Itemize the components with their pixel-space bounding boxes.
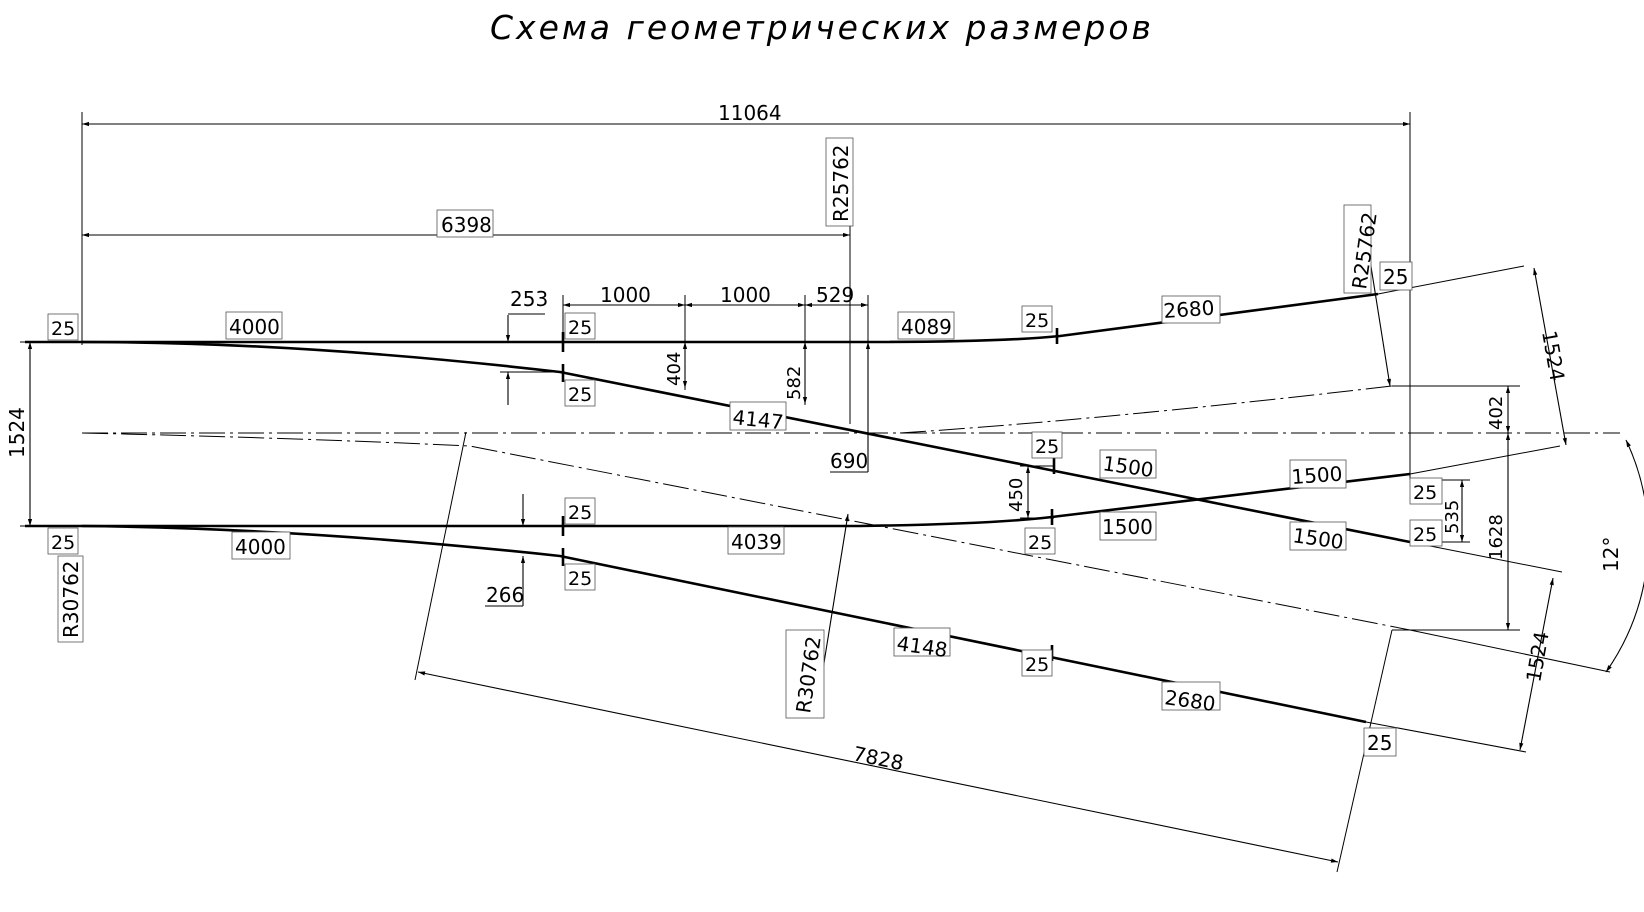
joint-gap-label: 25	[1383, 265, 1408, 289]
offset-1628-label: 1628	[1486, 514, 1507, 560]
dimension-labels: 11064 6398 R25762 R25762 R30762 R30762 1…	[5, 101, 1623, 775]
step-2-label: 1000	[720, 283, 771, 307]
joint-gap-label: 25	[1035, 436, 1059, 458]
rail-joints	[561, 328, 1059, 661]
upper-curve-label: 4147	[731, 405, 784, 434]
offset-582-label: 582	[784, 366, 805, 400]
right-gauge-dimension-top	[1533, 267, 1567, 446]
top-rail-a-label: 4000	[229, 315, 280, 339]
diverging-axis-upper	[899, 385, 1393, 434]
offset-690-label: 690	[830, 449, 868, 473]
extension-line	[1409, 445, 1561, 475]
extension-line	[414, 431, 467, 681]
center-distance-label: 6398	[441, 213, 492, 237]
angle-arc	[1605, 439, 1644, 673]
joint-gap-label: 25	[51, 318, 75, 340]
drawing-title: Схема геометрических размеров	[490, 8, 1154, 47]
joint-gap-label: 25	[1413, 482, 1437, 504]
diverging-axis-lower	[81, 432, 1411, 631]
radius-label-top-center: R25762	[829, 144, 853, 222]
gauge-label-right-top: 1524	[1537, 329, 1569, 383]
joint-gap-label: 25	[568, 317, 592, 339]
joint-gap-label: 25	[1413, 524, 1437, 546]
joint-gap-label: 25	[1025, 654, 1049, 676]
offset-402-label: 402	[1486, 396, 1507, 430]
crossing-2-label: 1500	[1291, 461, 1343, 488]
step-3-label: 529	[816, 283, 854, 307]
radius-label-bottom-left: R30762	[59, 560, 83, 638]
gauge-label-right-bottom: 1524	[1521, 630, 1553, 684]
overall-length-label: 11064	[718, 101, 782, 125]
offset-253-label: 253	[510, 287, 548, 311]
top-rail-c-label: 2680	[1163, 295, 1215, 322]
offset-535-label: 535	[1442, 500, 1463, 534]
bottom-rail-b-label: 4039	[731, 530, 782, 554]
joint-gap-label: 25	[568, 502, 592, 524]
offset-266-label: 266	[486, 583, 524, 607]
bottom-rail-a-label: 4000	[235, 535, 286, 559]
lower-switch-curve	[81, 524, 1367, 724]
dimension-lines	[20, 112, 1644, 873]
crossing-3-label: 1500	[1102, 515, 1153, 539]
extension-line	[1365, 721, 1527, 753]
offset-404-label: 404	[664, 352, 685, 386]
offset-450-label: 450	[1006, 478, 1027, 512]
joint-gap-label: 25	[51, 532, 75, 554]
joint-gap-label: 25	[1367, 731, 1392, 755]
upper-switch-curve	[81, 340, 1411, 544]
joint-gap-label: 25	[1025, 310, 1049, 332]
joint-gap-label: 25	[568, 568, 592, 590]
step-1-label: 1000	[600, 283, 651, 307]
extension-line	[1409, 629, 1611, 673]
top-curved-rail	[869, 292, 1379, 344]
right-gauge-dimension-bottom	[1519, 577, 1554, 751]
top-rail-b-label: 4089	[901, 315, 952, 339]
diverging-length-dimension	[417, 671, 1339, 863]
diverging-length-label: 7828	[851, 741, 906, 775]
joint-gap-label: 25	[1028, 532, 1052, 554]
extension-line	[1409, 541, 1563, 573]
joint-gap-label: 25	[568, 384, 592, 406]
angle-label: 12°	[1599, 537, 1623, 572]
gauge-label-left: 1524	[5, 407, 29, 458]
